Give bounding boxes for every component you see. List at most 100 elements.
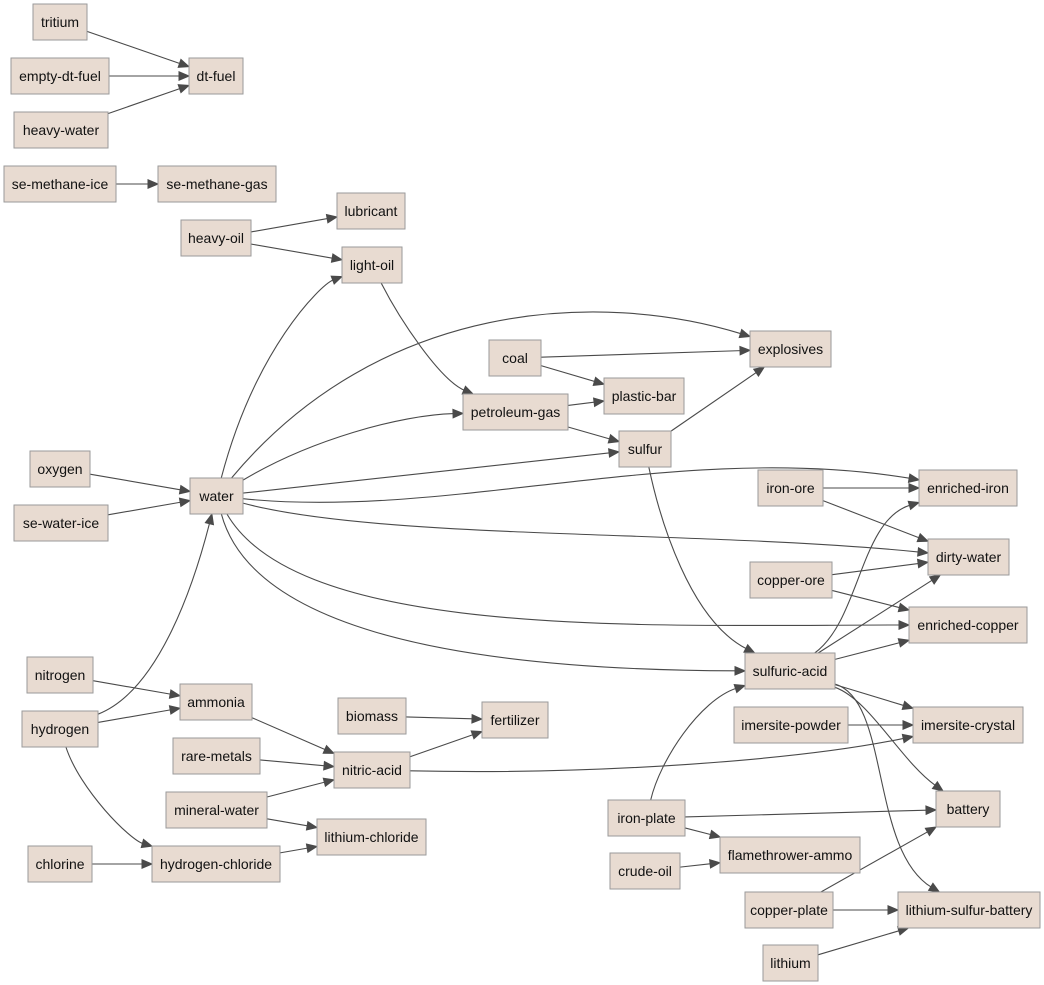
edge-arrowhead: [330, 253, 344, 263]
edge-line: [220, 279, 334, 479]
edge-line: [405, 716, 474, 720]
node-label: biomass: [346, 708, 398, 724]
node-box: [744, 652, 836, 690]
edge-line: [97, 709, 172, 723]
edge-arrowhead: [471, 713, 484, 724]
node-box: [488, 339, 542, 377]
node-box: [151, 845, 281, 883]
edge-rare-metals-to-nitric-acid: [259, 759, 336, 771]
edge-chlorine-to-hydrogen-chloride: [92, 859, 154, 869]
edge-line: [567, 401, 596, 407]
edge-arrowhead: [925, 805, 938, 816]
edge-line: [251, 717, 326, 751]
node-label: iron-plate: [617, 810, 676, 826]
node-label: enriched-copper: [917, 617, 1019, 633]
node-box: [935, 790, 1001, 828]
edge-se-water-ice-to-water: [107, 497, 192, 516]
edge-water-to-explosives: [231, 311, 752, 479]
node-label: oxygen: [37, 461, 82, 477]
node-label: heavy-water: [23, 122, 100, 138]
node-box: [26, 656, 94, 694]
node-box: [179, 683, 253, 721]
edge-nitric-acid-to-fertilizer: [409, 730, 484, 758]
edge-arrowhead: [330, 275, 344, 285]
edge-arrowhead: [738, 328, 752, 339]
node-box: [21, 710, 99, 748]
edge-line: [279, 847, 309, 854]
node-box: [336, 192, 406, 230]
edge-arrowhead: [608, 448, 621, 458]
edge-arrowhead: [177, 84, 191, 94]
edge-line: [266, 818, 309, 827]
node-label: se-water-ice: [23, 515, 99, 531]
node-oxygen: oxygen: [29, 450, 91, 488]
edge-arrowhead: [708, 829, 722, 840]
node-label: lithium-sulfur-battery: [906, 902, 1033, 918]
node-label: imersite-crystal: [921, 717, 1015, 733]
edge-line: [822, 500, 920, 539]
edge-light-oil-to-petroleum-gas: [380, 282, 475, 395]
node-label: light-oil: [350, 257, 394, 273]
edge-arrowhead: [178, 497, 192, 508]
edge-line: [567, 426, 611, 440]
node-hydrogen-chloride: hydrogen-chloride: [151, 845, 281, 883]
node-label: iron-ore: [766, 480, 814, 496]
node-label: explosives: [758, 341, 823, 357]
edge-arrowhead: [752, 366, 766, 378]
edge-sulfuric-acid-to-enriched-copper: [834, 638, 911, 660]
edge-line: [65, 746, 144, 845]
node-water: water: [189, 477, 244, 515]
edge-tritium-to-dt-fuel: [86, 30, 191, 68]
edge-line: [540, 350, 742, 358]
edge-arrowhead: [322, 744, 336, 754]
node-box: [157, 165, 277, 203]
edge-arrowhead: [470, 730, 484, 740]
edge-imersite-powder-to-imersite-crystal: [848, 720, 915, 730]
node-petroleum-gas: petroleum-gas: [462, 393, 569, 431]
edge-arrowhead: [592, 376, 606, 387]
node-copper-ore: copper-ore: [749, 561, 833, 599]
node-box: [609, 852, 681, 890]
node-label: rare-metals: [181, 748, 252, 764]
edge-arrowhead: [177, 58, 191, 68]
node-lithium-sulfur-battery: lithium-sulfur-battery: [897, 891, 1041, 929]
edge-line: [231, 311, 742, 479]
edge-arrowhead: [305, 843, 319, 854]
node-label: flamethrower-ammo: [728, 847, 853, 863]
node-crude-oil: crude-oil: [609, 852, 681, 890]
node-imersite-powder: imersite-powder: [733, 706, 849, 744]
node-biomass: biomass: [337, 697, 407, 735]
edge-nitric-acid-to-imersite-crystal: [409, 733, 915, 773]
edge-arrowhead: [917, 546, 930, 557]
node-box: [618, 430, 672, 468]
edge-arrowhead: [734, 665, 747, 676]
edge-line: [670, 371, 758, 432]
node-rare-metals: rare-metals: [172, 737, 261, 775]
node-plastic-bar: plastic-bar: [603, 377, 685, 415]
node-label: heavy-oil: [188, 230, 244, 246]
edge-arrowhead: [709, 858, 722, 869]
node-label: water: [198, 488, 234, 504]
edge-nitrogen-to-ammonia: [92, 680, 182, 699]
node-heavy-oil: heavy-oil: [180, 219, 252, 257]
node-box: [341, 246, 403, 284]
node-box: [481, 701, 549, 739]
edge-line: [814, 504, 911, 654]
edge-water-to-light-oil: [220, 275, 344, 479]
edge-arrowhead: [168, 705, 182, 715]
edge-line: [648, 466, 747, 650]
edge-arrowhead: [325, 213, 339, 224]
edge-line: [89, 473, 182, 491]
edge-mineral-water-to-nitric-acid: [266, 777, 336, 798]
edge-water-to-sulfur: [242, 448, 621, 494]
edge-arrowhead: [907, 500, 921, 511]
edge-arrowhead: [733, 684, 747, 694]
node-label: crude-oil: [618, 863, 672, 879]
edge-line: [242, 452, 611, 494]
node-box: [757, 469, 824, 507]
node-copper-plate: copper-plate: [744, 891, 834, 929]
edge-line: [107, 501, 182, 516]
node-nitric-acid: nitric-acid: [333, 751, 411, 789]
node-heavy-water: heavy-water: [13, 111, 109, 149]
